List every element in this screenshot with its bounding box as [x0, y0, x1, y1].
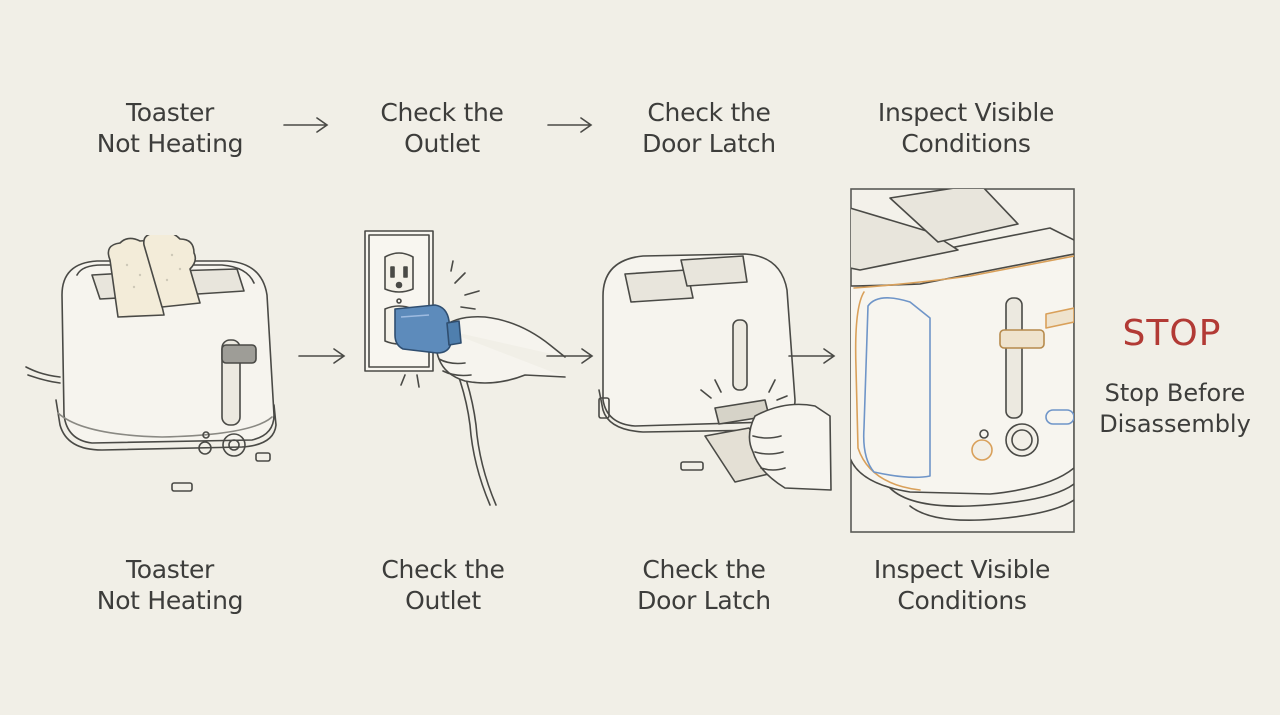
bottom-step-1-line1: Toaster	[125, 555, 215, 584]
bottom-step-1-label: Toaster Not Heating	[96, 554, 244, 616]
bottom-step-3-line1: Check the	[642, 555, 766, 584]
top-step-3-line1: Check the	[647, 98, 771, 127]
arrow-right-icon	[546, 348, 594, 364]
bottom-step-4-line2: Conditions	[897, 586, 1027, 615]
top-step-3-label: Check the Door Latch	[642, 97, 776, 159]
stop-subtitle: Stop Before Disassembly	[1099, 378, 1251, 440]
bottom-step-3-label: Check the Door Latch	[637, 554, 771, 616]
bottom-step-2-line1: Check the	[381, 555, 505, 584]
bottom-step-4-label: Inspect Visible Conditions	[874, 554, 1050, 616]
top-step-3-line2: Door Latch	[642, 129, 776, 158]
bottom-step-1-line2: Not Heating	[96, 586, 244, 615]
arrow-right-icon	[547, 117, 593, 133]
bottom-step-3-line2: Door Latch	[637, 586, 771, 615]
bottom-step-2-line2: Outlet	[405, 586, 481, 615]
stop-line1: Stop Before	[1104, 379, 1246, 407]
bottom-step-4-line1: Inspect Visible	[873, 555, 1051, 584]
arrow-right-icon	[788, 348, 836, 364]
arrow-right-icon	[298, 348, 346, 364]
top-step-4-line2: Conditions	[901, 129, 1031, 158]
arrow-right-icon	[283, 117, 329, 133]
stop-title: STOP	[1122, 313, 1222, 354]
bottom-step-2-label: Check the Outlet	[381, 554, 504, 616]
top-step-2-line1: Check the	[380, 98, 504, 127]
door-latch-icon	[598, 253, 832, 491]
top-step-2-label: Check the Outlet	[380, 97, 503, 159]
top-step-4-label: Inspect Visible Conditions	[878, 97, 1054, 159]
stop-line2: Disassembly	[1099, 410, 1251, 438]
top-step-1-label: Toaster Not Heating	[96, 97, 244, 159]
toaster-closeup-icon	[850, 188, 1075, 533]
top-step-2-line2: Outlet	[404, 129, 480, 158]
top-step-1-line2: Not Heating	[96, 129, 244, 158]
top-step-4-line1: Inspect Visible	[877, 98, 1055, 127]
outlet-plug-icon	[364, 230, 566, 506]
toaster-with-bread-icon	[25, 235, 277, 492]
top-step-1-line1: Toaster	[125, 98, 215, 127]
